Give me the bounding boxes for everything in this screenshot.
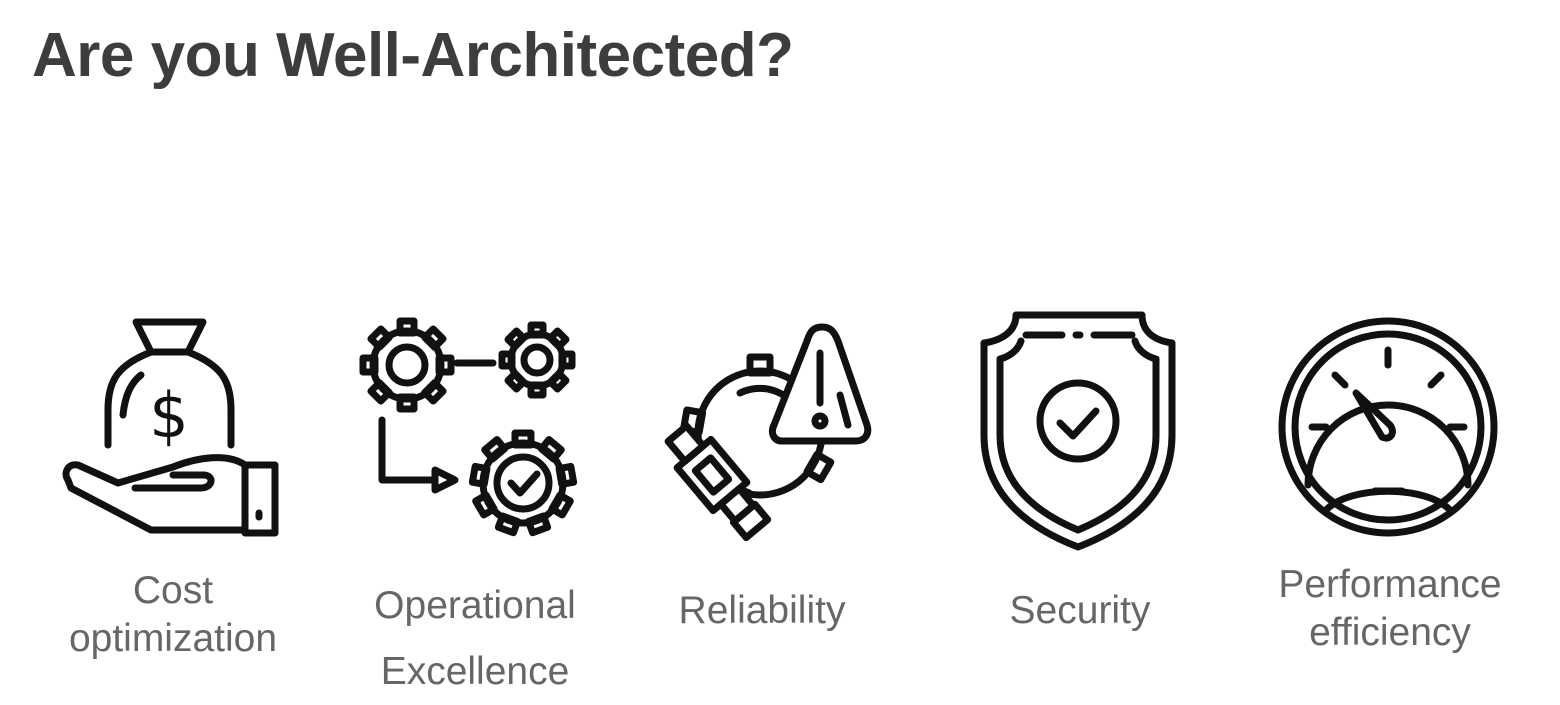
slide-title: Are you Well-Architected?	[32, 21, 794, 90]
gears-process-check-icon	[325, 305, 625, 555]
pillar-cost-optimization: $ Cost optimization	[23, 305, 323, 694]
pillar-label-line2: efficiency	[1309, 611, 1471, 654]
pillar-label-line1: Cost	[132, 569, 214, 612]
speedometer-icon	[1240, 305, 1540, 555]
pillar-reliability: Reliability	[612, 305, 912, 694]
money-bag-hand-icon: $	[23, 305, 323, 555]
svg-text:$: $	[149, 379, 188, 452]
pillar-label-line1: Security	[1009, 589, 1151, 632]
gear-seatbelt-warning-icon	[612, 305, 912, 555]
pillar-label-line1: Reliability	[678, 589, 846, 632]
shield-check-icon	[930, 305, 1230, 555]
pillar-label-line1: Performance	[1278, 563, 1502, 606]
pillar-label-line1: Operational	[374, 584, 576, 627]
pillar-operational-excellence: Operational Excellence	[325, 305, 625, 694]
pillar-label-line2: optimization	[68, 617, 278, 660]
pillar-security: Security	[930, 305, 1230, 694]
pillar-performance-efficiency: Performance efficiency	[1240, 305, 1540, 694]
pillar-label-line2: Excellence	[380, 650, 570, 693]
